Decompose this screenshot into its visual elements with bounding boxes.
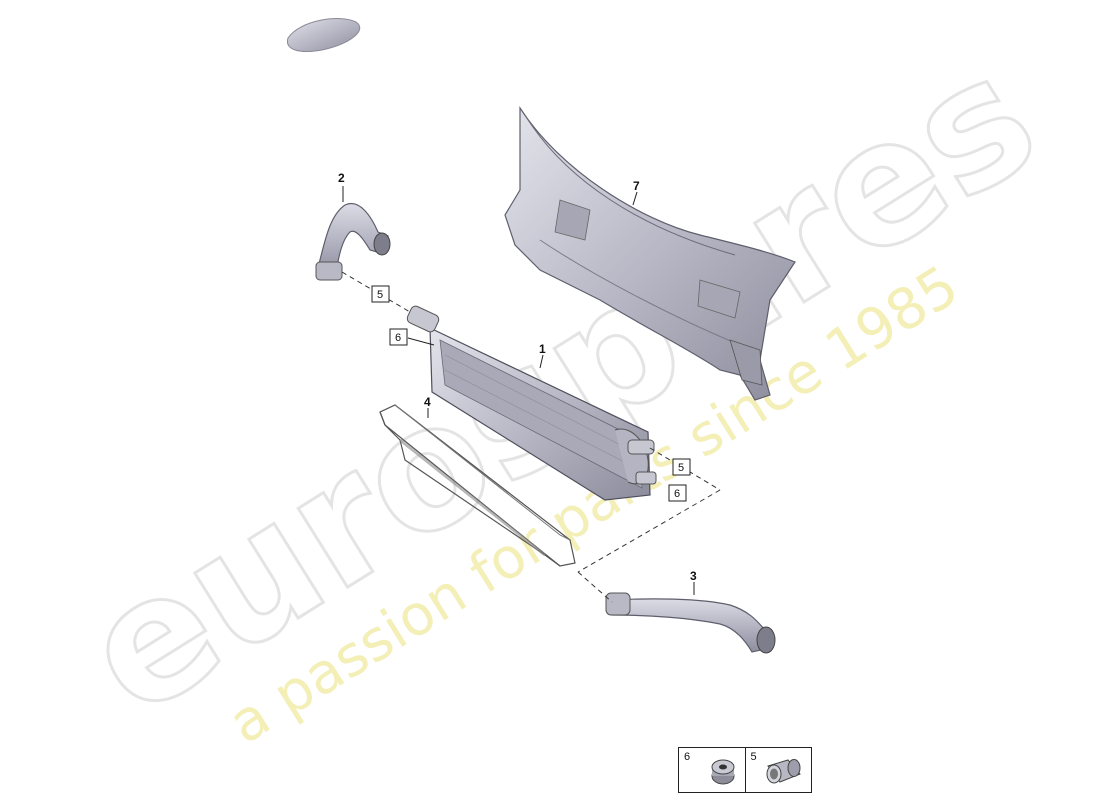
callout-7: 7 (633, 179, 640, 193)
callout-1: 1 (539, 342, 546, 356)
leader-lines (342, 186, 695, 595)
legend-item-6: 6 (679, 748, 745, 792)
callout-4: 4 (424, 395, 431, 409)
radiator-part (406, 305, 657, 501)
watermark: eurospares a passion for parts since 198… (50, 16, 1069, 757)
boxed-callout-6-lower: 6 (668, 484, 687, 502)
sleeve-icon (766, 759, 801, 784)
radiator-seal-frame-part (379, 404, 576, 567)
cap-part-icon (286, 18, 361, 52)
boxed-callout-5-lower: 5 (672, 458, 691, 476)
boxed-callout-5-upper: 5 (371, 285, 390, 303)
svg-text:5: 5 (678, 462, 684, 474)
upper-coolant-hose-part (315, 202, 391, 281)
bushing-icon (711, 759, 735, 785)
svg-text:5: 5 (377, 289, 383, 301)
svg-text:6: 6 (395, 332, 401, 344)
legend-item-5: 5 (744, 748, 812, 792)
svg-text:6: 6 (674, 488, 680, 500)
boxed-callout-6-upper: 6 (389, 328, 408, 346)
air-guide-shroud-part (504, 105, 796, 401)
lower-coolant-hose-part (605, 592, 776, 654)
callout-2: 2 (338, 171, 345, 185)
legend-number: 6 (684, 751, 691, 763)
small-parts-legend: 6 5 (678, 747, 812, 793)
legend-number: 5 (750, 751, 757, 763)
watermark-brand: eurospares (52, 17, 1068, 755)
callout-3: 3 (690, 569, 697, 583)
